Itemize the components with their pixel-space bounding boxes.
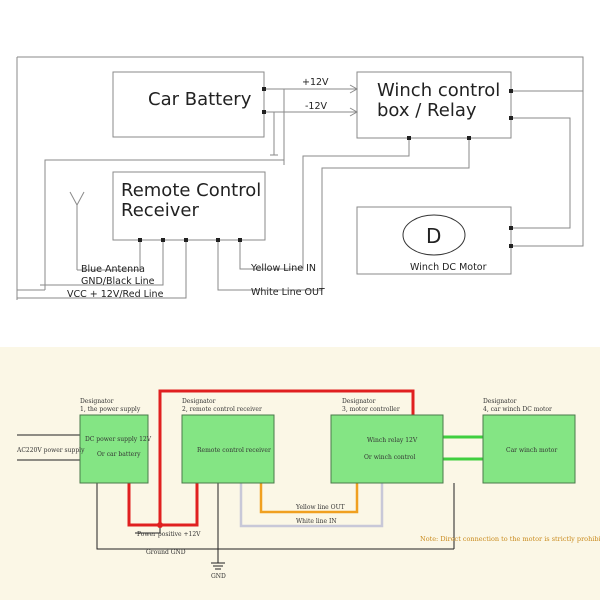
winch-box-label-2: box / Relay xyxy=(377,100,477,121)
vcc-red-label: VCC + 12V/Red Line xyxy=(67,289,164,300)
motor-green-label: Car winch motor xyxy=(506,447,557,454)
motor-d-symbol xyxy=(402,214,466,256)
designator-2-name: 2, remote control receiver xyxy=(182,406,262,413)
white-line-label: White line IN xyxy=(296,518,337,525)
power-positive-label: Power positive +12V xyxy=(137,531,201,538)
bottom-wiring-diagram: Designator 1, the power supply Designato… xyxy=(0,347,600,600)
psu-label-1: DC power supply 12V xyxy=(85,436,152,443)
blue-antenna-label: Blue Antenna xyxy=(81,264,145,275)
yellow-in-label: Yellow Line IN xyxy=(250,263,316,274)
receiver-label-2: Receiver xyxy=(121,200,199,221)
ground-label: Ground GND xyxy=(146,549,186,556)
remote-receiver-green-box xyxy=(181,414,275,484)
relay-label-1: Winch relay 12V xyxy=(367,437,418,444)
designator-1-title: Designator xyxy=(80,398,114,405)
winch-box-label-1: Winch control xyxy=(377,80,500,101)
motor-d-letter: D xyxy=(426,224,441,248)
top-wiring-diagram: Car Battery +12V -12V Winch control box … xyxy=(16,56,584,300)
yellow-line-label: Yellow line OUT xyxy=(295,504,345,511)
gnd-label: GND xyxy=(211,573,226,580)
designator-3-title: Designator xyxy=(342,398,376,405)
white-out-label: White Line OUT xyxy=(251,287,325,298)
ac-power-label: AC220V power supply xyxy=(16,447,85,454)
power-supply-box xyxy=(79,414,149,484)
relay-label-2: Or winch control xyxy=(364,454,415,461)
winch-motor-box xyxy=(482,414,576,484)
receiver-green-label: Remote control receiver xyxy=(197,447,271,454)
car-battery-label: Car Battery xyxy=(148,89,252,110)
car-battery-box xyxy=(112,71,265,138)
remote-receiver-box xyxy=(112,171,266,241)
plus-12v-label: +12V xyxy=(302,77,329,88)
gnd-black-label: GND/Black Line xyxy=(81,276,155,287)
designator-2-title: Designator xyxy=(182,398,216,405)
winch-relay-box xyxy=(330,414,444,484)
minus-12v-label: -12V xyxy=(305,101,328,112)
motor-label: Winch DC Motor xyxy=(410,262,487,273)
designator-4-name: 4, car winch DC motor xyxy=(483,406,552,413)
psu-label-2: Or car battery xyxy=(97,451,141,458)
warning-note: Note: Direct connection to the motor is … xyxy=(420,535,600,543)
designator-1-name: 1, the power supply xyxy=(80,406,141,413)
designator-4-title: Designator xyxy=(483,398,517,405)
motor-box xyxy=(356,206,512,275)
designator-3-name: 3, motor controller xyxy=(342,406,400,413)
receiver-label-1: Remote Control xyxy=(121,180,261,201)
winch-control-box xyxy=(356,71,512,139)
